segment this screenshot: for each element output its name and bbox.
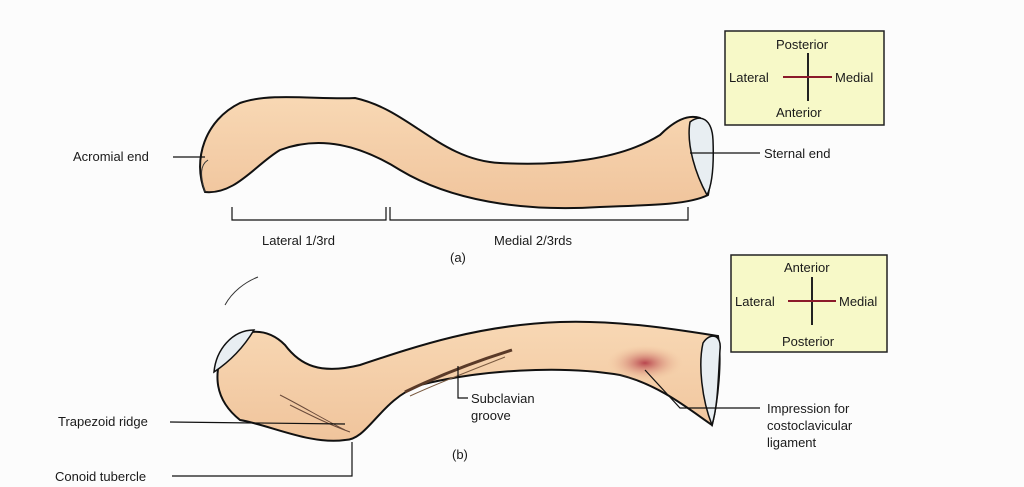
trapezoid-ridge-mark bbox=[279, 394, 351, 433]
orientation-b-right: Medial bbox=[839, 294, 877, 309]
costoclavicular-impression bbox=[607, 345, 683, 381]
orientation-b-top: Anterior bbox=[784, 260, 830, 275]
clavicle-superior-view bbox=[199, 96, 714, 210]
orientation-a-right: Medial bbox=[835, 70, 873, 85]
label-impression-3: ligament bbox=[767, 435, 817, 450]
label-impression-1: Impression for bbox=[767, 401, 850, 416]
caption-a: (a) bbox=[450, 250, 466, 265]
subclavian-groove-mark bbox=[404, 348, 513, 394]
label-subclavian-groove-2: groove bbox=[471, 408, 511, 423]
label-impression-2: costoclavicular bbox=[767, 418, 853, 433]
caption-b: (b) bbox=[452, 447, 468, 462]
label-acromial-end: Acromial end bbox=[73, 149, 149, 164]
bracket-medial-two-thirds bbox=[389, 207, 689, 221]
orientation-a-left: Lateral bbox=[729, 70, 769, 85]
label-lateral-third: Lateral 1/3rd bbox=[262, 233, 335, 248]
label-subclavian-groove-1: Subclavian bbox=[471, 391, 535, 406]
orientation-box-b: Anterior Posterior Lateral Medial bbox=[730, 254, 888, 353]
sternal-end-facet-b bbox=[700, 335, 721, 428]
orientation-a-bottom: Anterior bbox=[776, 105, 822, 120]
label-sternal-end: Sternal end bbox=[764, 146, 831, 161]
orientation-a-top: Posterior bbox=[776, 37, 829, 52]
orientation-b-left: Lateral bbox=[735, 294, 775, 309]
lateral-end-facet bbox=[213, 329, 256, 374]
sternal-end-facet bbox=[688, 117, 714, 197]
stray-line bbox=[224, 276, 259, 306]
label-trapezoid-ridge: Trapezoid ridge bbox=[58, 414, 148, 429]
bone-a-shape bbox=[199, 96, 712, 210]
label-conoid-tubercle: Conoid tubercle bbox=[55, 469, 146, 484]
acromial-end-edge bbox=[201, 159, 209, 193]
bracket-lateral-third bbox=[231, 207, 387, 221]
orientation-box-a: Posterior Anterior Lateral Medial bbox=[724, 30, 885, 126]
label-medial-two-thirds: Medial 2/3rds bbox=[494, 233, 573, 248]
clavicle-inferior-view bbox=[213, 320, 721, 442]
orientation-b-bottom: Posterior bbox=[782, 334, 835, 349]
